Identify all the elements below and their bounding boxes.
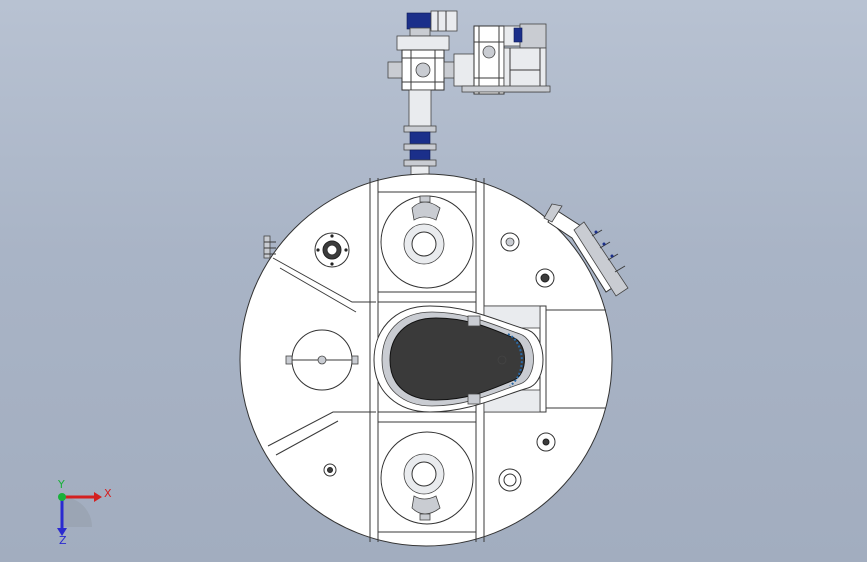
central-chamber bbox=[373, 305, 544, 413]
x-axis-label: X bbox=[104, 487, 112, 500]
nozzle-left-bottom bbox=[323, 463, 337, 477]
z-axis-label: Z bbox=[59, 534, 67, 547]
left-bracket bbox=[263, 235, 276, 259]
coordinate-triad: X Y Z bbox=[57, 478, 112, 547]
nozzle-right bbox=[535, 268, 555, 288]
nozzle-bottom-right bbox=[536, 432, 556, 452]
y-axis-label: Y bbox=[57, 478, 65, 491]
flange-icon bbox=[314, 232, 350, 268]
lower-disc bbox=[380, 431, 474, 525]
left-manhole bbox=[285, 329, 359, 391]
right-gear-drive bbox=[461, 23, 551, 95]
vessel-top-view bbox=[239, 173, 629, 547]
feed-pipe bbox=[403, 89, 437, 177]
gearbox-icon bbox=[387, 35, 477, 91]
nozzle-bottom bbox=[498, 468, 522, 492]
side-outlet bbox=[543, 203, 629, 297]
partition-plates bbox=[267, 257, 376, 456]
upper-disc bbox=[380, 195, 474, 289]
motor-icon bbox=[406, 10, 458, 37]
drive-assembly bbox=[387, 10, 551, 177]
nozzle-top-right bbox=[500, 232, 520, 252]
